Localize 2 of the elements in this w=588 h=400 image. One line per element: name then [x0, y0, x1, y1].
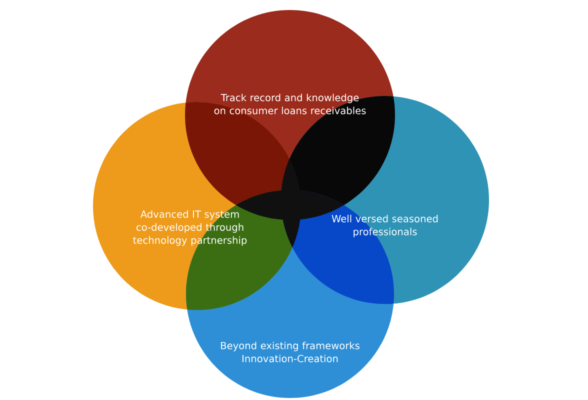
circle-label: Beyond existing frameworks Innovation-Creation [221, 342, 360, 362]
circle-label: Well versed seasoned professionals [332, 214, 438, 238]
